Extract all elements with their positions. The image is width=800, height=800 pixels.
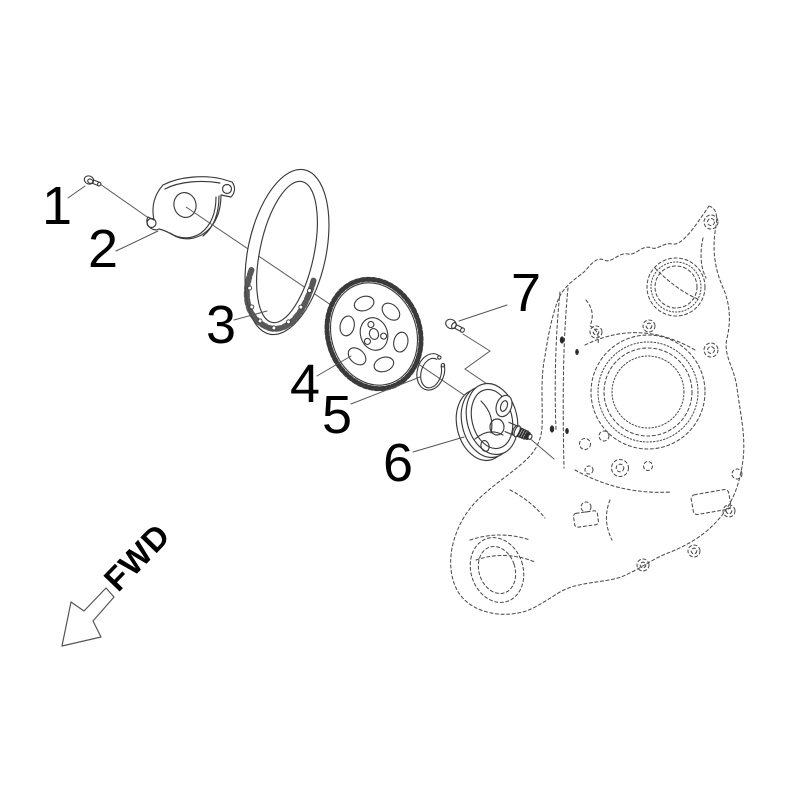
cam-chain-drawing (243, 168, 330, 336)
leader-line-3 (233, 310, 268, 321)
pump-shaft (504, 421, 533, 441)
circlip-drawing (416, 353, 446, 391)
axis-line-pump-case (526, 435, 555, 460)
bolt7-axis-zigzag (462, 333, 494, 389)
oil-pump-drawing (455, 382, 533, 462)
fwd-arrow-icon (61, 587, 115, 647)
chain-cover-drawing (146, 176, 236, 240)
callout-label-5: 5 (321, 385, 353, 445)
bolt-1-drawing (83, 175, 102, 187)
leader-line-1 (67, 185, 86, 199)
bolt-7-drawing (445, 318, 465, 333)
callout-label-2: 2 (87, 219, 119, 279)
callout-label-3: 3 (205, 295, 237, 355)
callout-label-4: 4 (289, 354, 321, 414)
callout-label-6: 6 (382, 433, 414, 493)
leader-line-4 (316, 355, 352, 377)
leader-line-7 (458, 304, 508, 322)
sprocket-drawing (324, 276, 424, 392)
leader-line-5 (350, 376, 421, 405)
leader-line-6 (412, 436, 465, 453)
callout-label-7: 7 (510, 263, 542, 323)
callout-label-1: 1 (41, 176, 73, 236)
crankcase-drawing (450, 205, 745, 615)
leader-line-2 (115, 230, 159, 252)
